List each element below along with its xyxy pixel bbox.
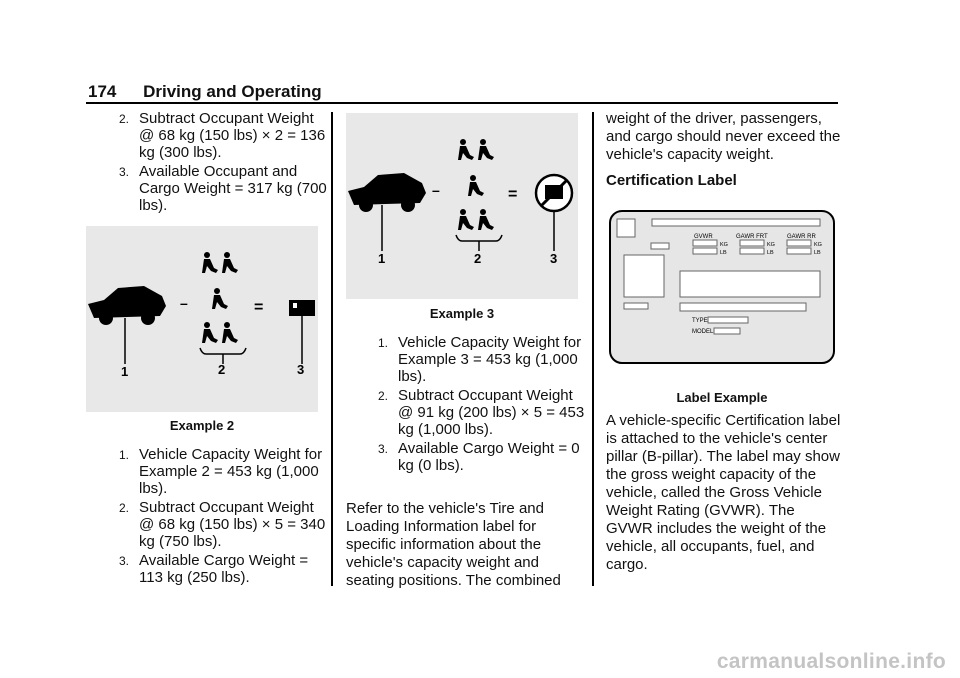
svg-text:TYPE:: TYPE: <box>692 318 710 324</box>
figure-label-2: 2 <box>218 362 225 377</box>
column-divider-2 <box>592 112 594 586</box>
figure-caption: Example 2 <box>169 418 235 433</box>
certification-label-illustration: GVWR GAWR FRT GAWR RR KG LB KG LB KG LB … <box>609 210 835 364</box>
example-3-illustration: – = 1 2 3 <box>348 139 574 266</box>
example-2-illustration: – = 1 2 3 <box>88 252 315 379</box>
svg-text:LB: LB <box>814 250 821 256</box>
equals-sign: = <box>254 299 263 316</box>
list-item: 2.Subtract Occupant Weight @ 68 kg (150 … <box>119 499 326 550</box>
car-icon <box>88 286 166 364</box>
certification-label-figure: GVWR GAWR FRT GAWR RR KG LB KG LB KG LB … <box>606 205 838 369</box>
section-title: Driving and Operating <box>143 82 322 101</box>
list-item: 1.Vehicle Capacity Weight for Example 3 … <box>378 334 582 385</box>
list-item: 3.Available Cargo Weight = 113 kg (250 l… <box>119 552 309 586</box>
figure-caption: Example 3 <box>429 306 495 321</box>
svg-text:GAWR RR: GAWR RR <box>787 234 816 240</box>
seated-occupant-icon <box>458 139 494 230</box>
col1-steps: 1.Vehicle Capacity Weight for Example 2 … <box>119 446 329 588</box>
list-item: 3.Available Cargo Weight = 0 kg (0 lbs). <box>378 440 580 474</box>
seated-occupant-icon <box>202 252 238 343</box>
figure-label-3: 3 <box>550 251 557 266</box>
cargo-box-icon <box>289 300 315 364</box>
header-rule <box>86 102 838 104</box>
figure-label-1: 1 <box>378 251 385 266</box>
svg-text:GVWR: GVWR <box>694 234 713 240</box>
car-icon <box>348 173 426 251</box>
example-2-figure: – = 1 2 3 <box>86 226 318 412</box>
equals-sign: = <box>508 186 517 203</box>
figure-label-1: 1 <box>121 364 128 379</box>
body-paragraph: A vehicle-specific Certification label i… <box>606 412 841 573</box>
svg-text:MODEL:: MODEL: <box>692 329 715 335</box>
svg-text:LB: LB <box>767 250 774 256</box>
svg-text:KG: KG <box>814 242 822 248</box>
svg-text:LB: LB <box>720 250 727 256</box>
col1-steps-top: 2.Subtract Occupant Weight @ 68 kg (150 … <box>119 110 329 216</box>
page-number: 174 <box>88 82 117 101</box>
body-paragraph: Refer to the vehicle's Tire and Loading … <box>346 500 561 589</box>
example-3-figure: – = 1 2 3 <box>346 113 578 299</box>
minus-sign: – <box>432 182 440 198</box>
svg-text:KG: KG <box>720 242 728 248</box>
no-cargo-icon <box>534 173 574 251</box>
svg-text:GAWR FRT: GAWR FRT <box>736 234 768 240</box>
bracket <box>455 234 503 242</box>
body-paragraph: weight of the driver, passengers, and ca… <box>606 110 841 163</box>
list-item: 2.Subtract Occupant Weight @ 91 kg (200 … <box>378 387 585 438</box>
page-header: 174 Driving and Operating <box>88 82 322 102</box>
figure-label-2: 2 <box>474 251 481 266</box>
minus-sign: – <box>180 295 188 311</box>
col2-steps: 1.Vehicle Capacity Weight for Example 3 … <box>378 334 588 476</box>
figure-label-3: 3 <box>297 362 304 377</box>
svg-text:KG: KG <box>767 242 775 248</box>
section-heading: Certification Label <box>606 172 737 189</box>
figure-caption: Label Example <box>676 390 768 405</box>
watermark: carmanualsonline.info <box>716 650 946 673</box>
bracket <box>199 347 247 355</box>
column-divider-1 <box>331 112 333 586</box>
list-item: 1.Vehicle Capacity Weight for Example 2 … <box>119 446 323 497</box>
list-item: 3.Available Occupant and Cargo Weight = … <box>119 163 327 214</box>
list-item: 2.Subtract Occupant Weight @ 68 kg (150 … <box>119 110 326 161</box>
